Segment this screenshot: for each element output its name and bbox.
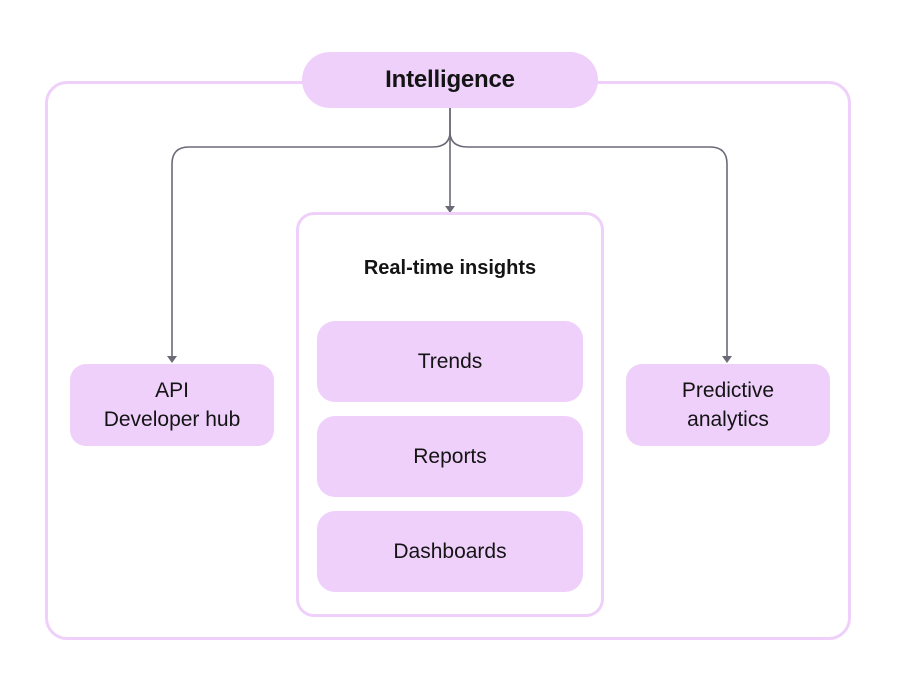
api-label: API [155, 379, 189, 402]
analytics-label: analytics [687, 408, 769, 431]
dashboards-label: Dashboards [393, 539, 507, 563]
predictive-analytics-node: Predictive analytics [626, 364, 830, 446]
reports-label: Reports [413, 444, 487, 468]
predictive-label: Predictive [681, 379, 775, 402]
trends-item: Trends [317, 321, 583, 402]
intelligence-node: Intelligence [302, 52, 598, 108]
reports-item: Reports [317, 416, 583, 497]
dashboards-item: Dashboards [317, 511, 583, 592]
trends-label: Trends [417, 349, 483, 373]
api-developer-hub-node: API Developer hub [70, 364, 274, 446]
real-time-insights-title: Real-time insights [363, 257, 537, 279]
intelligence-label: Intelligence [385, 66, 515, 93]
real-time-insights-panel: Real-time insights Trends Reports Dashbo… [296, 212, 604, 617]
developer-hub-label: Developer hub [103, 408, 241, 431]
